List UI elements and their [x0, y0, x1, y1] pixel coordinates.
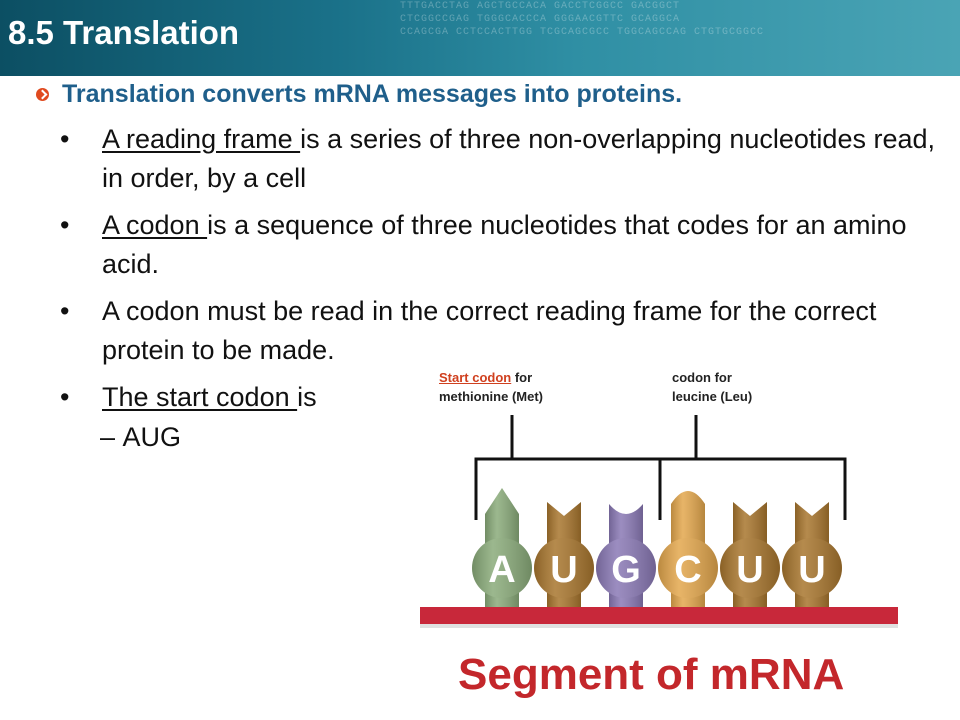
slide-subtitle: Translation converts mRNA messages into …: [62, 80, 683, 108]
bullet-text: is a series of three non-overlapping nuc…: [102, 124, 936, 193]
bullet-item: • The start codon is: [60, 378, 940, 417]
nucleotide-base-g: G: [596, 504, 656, 607]
slide-title: 8.5 Translation: [8, 14, 240, 51]
base-letter: U: [736, 549, 763, 591]
base-letter: U: [550, 549, 577, 591]
bullet-term: The start codon: [102, 382, 298, 412]
start-codon-label-for: for: [511, 370, 533, 385]
base-head-shade: [596, 538, 656, 598]
base-stem: [795, 502, 829, 607]
base-head: [534, 538, 594, 598]
sub-bullet-dash: –: [100, 422, 116, 452]
nucleotide-base-a: A: [472, 488, 532, 607]
mrna-segment-title: Segment of mRNA: [458, 650, 845, 699]
start-codon-highlight: Start codon: [439, 370, 512, 385]
base-letter: C: [674, 549, 701, 591]
nucleotide-base-u: U: [534, 502, 594, 607]
dna-sequence-background: TTTGACCTAG AGCTGCCACA GACCTCGGCC GACGGCT…: [400, 1, 765, 38]
base-stem: [671, 491, 705, 607]
bullet-dot: •: [60, 124, 70, 154]
base-stem-shade: [609, 504, 643, 607]
base-letter: G: [611, 549, 641, 591]
base-stem-shade: [733, 502, 767, 607]
base-head-shade: [720, 538, 780, 598]
codon-brackets: [474, 415, 847, 520]
base-head-shade: [472, 538, 532, 598]
bullet-list: • A reading frame is a series of three no…: [60, 120, 940, 425]
base-head: [720, 538, 780, 598]
base-stem-shade: [485, 488, 519, 607]
base-stem-shade: [671, 491, 705, 607]
base-letter: U: [798, 549, 825, 591]
bullet-dot: •: [60, 296, 70, 326]
chevron-bullet-icon: [36, 88, 49, 101]
start-codon-label-line2: methionine (Met): [439, 389, 543, 404]
mrna-backbone-shadow: [420, 624, 898, 628]
bullet-dot: •: [60, 382, 70, 412]
nucleotide-base-u: U: [782, 502, 842, 607]
bullet-item: • A reading frame is a series of three no…: [60, 120, 940, 198]
bullet-text: A codon must be read in the correct read…: [102, 296, 877, 365]
base-head: [596, 538, 656, 598]
leucine-label-line1: codon for: [672, 370, 732, 385]
base-head: [658, 538, 718, 598]
bullet-dot: •: [60, 210, 70, 240]
base-head-shade: [658, 538, 718, 598]
nucleotide-base-u: U: [720, 502, 780, 607]
mrna-backbone: [420, 607, 898, 624]
base-head: [782, 538, 842, 598]
base-stem: [485, 488, 519, 607]
sub-bullet-text: AUG: [122, 422, 182, 452]
bullet-term: A codon: [102, 210, 208, 240]
base-head: [472, 538, 532, 598]
sub-bullet: – AUG: [100, 422, 181, 453]
base-stem-shade: [547, 502, 581, 607]
base-stem: [733, 502, 767, 607]
subtitle-row: Translation converts mRNA messages into …: [36, 80, 682, 109]
base-head-shade: [782, 538, 842, 598]
bullet-term: A reading frame: [102, 124, 301, 154]
base-head-shade: [534, 538, 594, 598]
bullet-item: • A codon must be read in the correct rea…: [60, 292, 940, 370]
base-stem-shade: [795, 502, 829, 607]
start-codon-label: Start codon for methionine (Met): [439, 368, 543, 406]
codon-bracket-1: [474, 457, 662, 520]
nucleotide-base-c: C: [658, 491, 718, 607]
bullet-text: is a sequence of three nucleotides that …: [102, 210, 907, 279]
leucine-codon-label: codon for leucine (Leu): [672, 368, 752, 406]
bullet-text: is: [297, 382, 317, 412]
base-stem: [609, 504, 643, 607]
slide-header: TTTGACCTAG AGCTGCCACA GACCTCGGCC GACGGCT…: [0, 0, 960, 76]
base-stem: [547, 502, 581, 607]
codon-bracket-2: [660, 457, 847, 520]
leucine-label-line2: leucine (Leu): [672, 389, 753, 404]
base-letter: A: [488, 549, 515, 591]
bullet-item: • A codon is a sequence of three nucleoti…: [60, 206, 940, 284]
